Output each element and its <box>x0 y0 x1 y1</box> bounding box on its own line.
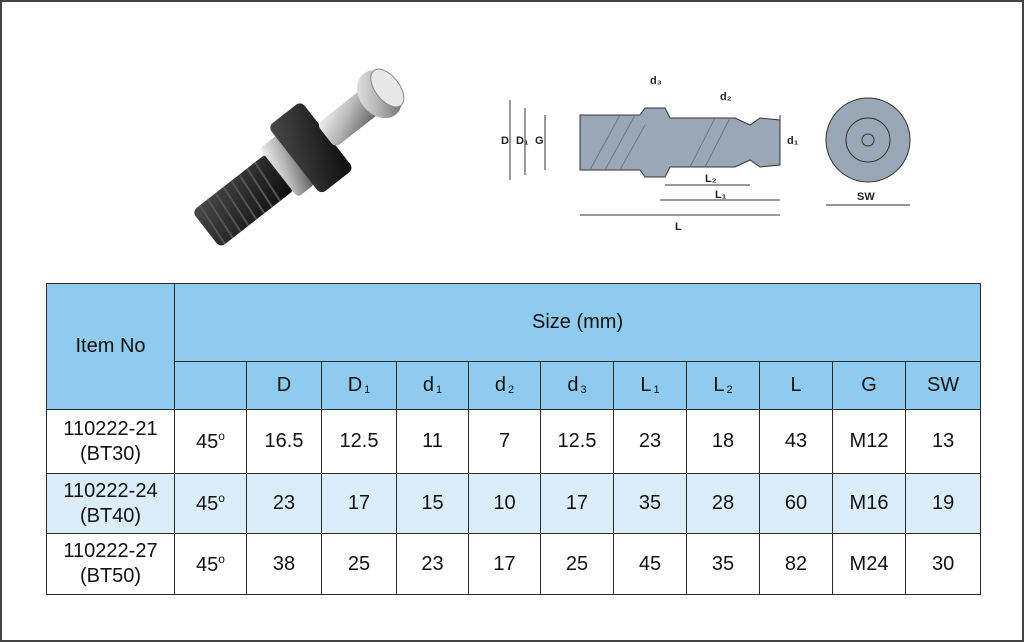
column-header-subscript: 3 <box>580 384 587 396</box>
column-header-base: L <box>790 374 802 396</box>
column-header-base: L <box>640 374 652 396</box>
angle-value: 45 <box>196 493 219 515</box>
value-cell: 38 <box>246 533 322 595</box>
column-header-base: L <box>713 374 725 396</box>
column-header-base: D <box>276 374 292 396</box>
pull-stud-photo <box>194 68 405 246</box>
degree-mark: o <box>218 429 225 443</box>
value-cell: 11 <box>396 409 469 474</box>
column-header-base: d <box>422 374 434 396</box>
column-header: SW <box>904 361 982 410</box>
value-cell: 7 <box>468 409 541 474</box>
column-header: L <box>759 361 833 410</box>
value-cell: 60 <box>759 473 833 534</box>
pull-stud-drawing: D D₁ G d₃ d₂ d₁ L₂ L₁ L SW <box>501 75 911 233</box>
label-L1: L₁ <box>715 189 727 201</box>
value-cell: M24 <box>832 533 906 595</box>
value-cell: 16.5 <box>246 409 322 474</box>
value-cell: 30 <box>904 533 982 595</box>
value-cell: 25 <box>540 533 614 595</box>
value-cell: M12 <box>832 409 906 474</box>
label-d1: d₁ <box>787 135 799 147</box>
label-L: L <box>675 221 682 233</box>
item-number: 110222-21 <box>63 417 158 440</box>
column-header-subscript: 1 <box>653 384 660 396</box>
value-cell: 17 <box>321 473 397 534</box>
column-header-subscript: 1 <box>436 384 443 396</box>
item-no-cell: 110222-27 (BT50) <box>46 533 175 595</box>
value-cell: 35 <box>686 533 760 595</box>
column-header-base: d <box>494 374 506 396</box>
size-group-header: Size (mm) <box>173 283 982 362</box>
column-header-base: SW <box>926 374 960 396</box>
angle-header <box>174 361 247 410</box>
angle-value: 45 <box>196 431 219 453</box>
column-header-subscript: 1 <box>364 384 371 396</box>
value-cell: M16 <box>832 473 906 534</box>
taper-code: (BT40) <box>79 504 142 527</box>
value-cell: 12.5 <box>540 409 614 474</box>
taper-code: (BT50) <box>79 565 142 587</box>
taper-code: (BT30) <box>79 442 142 465</box>
item-no-cell: 110222-24(BT40) <box>46 473 175 534</box>
label-D: D <box>501 135 509 147</box>
column-header-base: d <box>567 374 579 396</box>
value-cell: 82 <box>759 533 833 595</box>
angle-value: 45 <box>196 553 219 576</box>
column-header: D <box>246 361 322 410</box>
degree-mark: o <box>218 491 225 505</box>
degree-mark: o <box>218 551 225 566</box>
value-cell: 23 <box>246 473 322 534</box>
value-cell: 17 <box>468 533 541 595</box>
angle-cell: 45o <box>174 533 247 595</box>
label-d2: d₂ <box>720 91 732 103</box>
value-cell: 12.5 <box>321 409 397 474</box>
column-header-base: G <box>861 374 877 396</box>
label-d3: d₃ <box>650 75 662 87</box>
value-cell: 23 <box>613 409 687 474</box>
value-cell: 35 <box>613 473 687 534</box>
angle-cell: 45o <box>174 473 247 534</box>
angle-cell: 45o <box>174 409 247 474</box>
item-no-header: Item No <box>46 283 175 410</box>
item-number: 110222-27 <box>63 540 158 562</box>
label-L2: L₂ <box>705 173 717 185</box>
item-no-cell: 110222-21(BT30) <box>46 409 175 474</box>
value-cell: 23 <box>396 533 469 595</box>
value-cell: 19 <box>904 473 982 534</box>
column-header-subscript: 2 <box>508 384 515 396</box>
column-header-subscript: 2 <box>726 384 733 396</box>
value-cell: 45 <box>613 533 687 595</box>
label-G: G <box>535 135 544 147</box>
column-header: G <box>832 361 906 410</box>
label-SW: SW <box>857 191 875 203</box>
item-number: 110222-24 <box>63 479 158 502</box>
value-cell: 10 <box>468 473 541 534</box>
label-D1: D₁ <box>516 135 529 147</box>
value-cell: 18 <box>686 409 760 474</box>
value-cell: 25 <box>321 533 397 595</box>
value-cell: 15 <box>396 473 469 534</box>
column-header-base: D <box>347 374 363 396</box>
value-cell: 13 <box>904 409 982 474</box>
value-cell: 43 <box>759 409 833 474</box>
value-cell: 17 <box>540 473 614 534</box>
value-cell: 28 <box>686 473 760 534</box>
